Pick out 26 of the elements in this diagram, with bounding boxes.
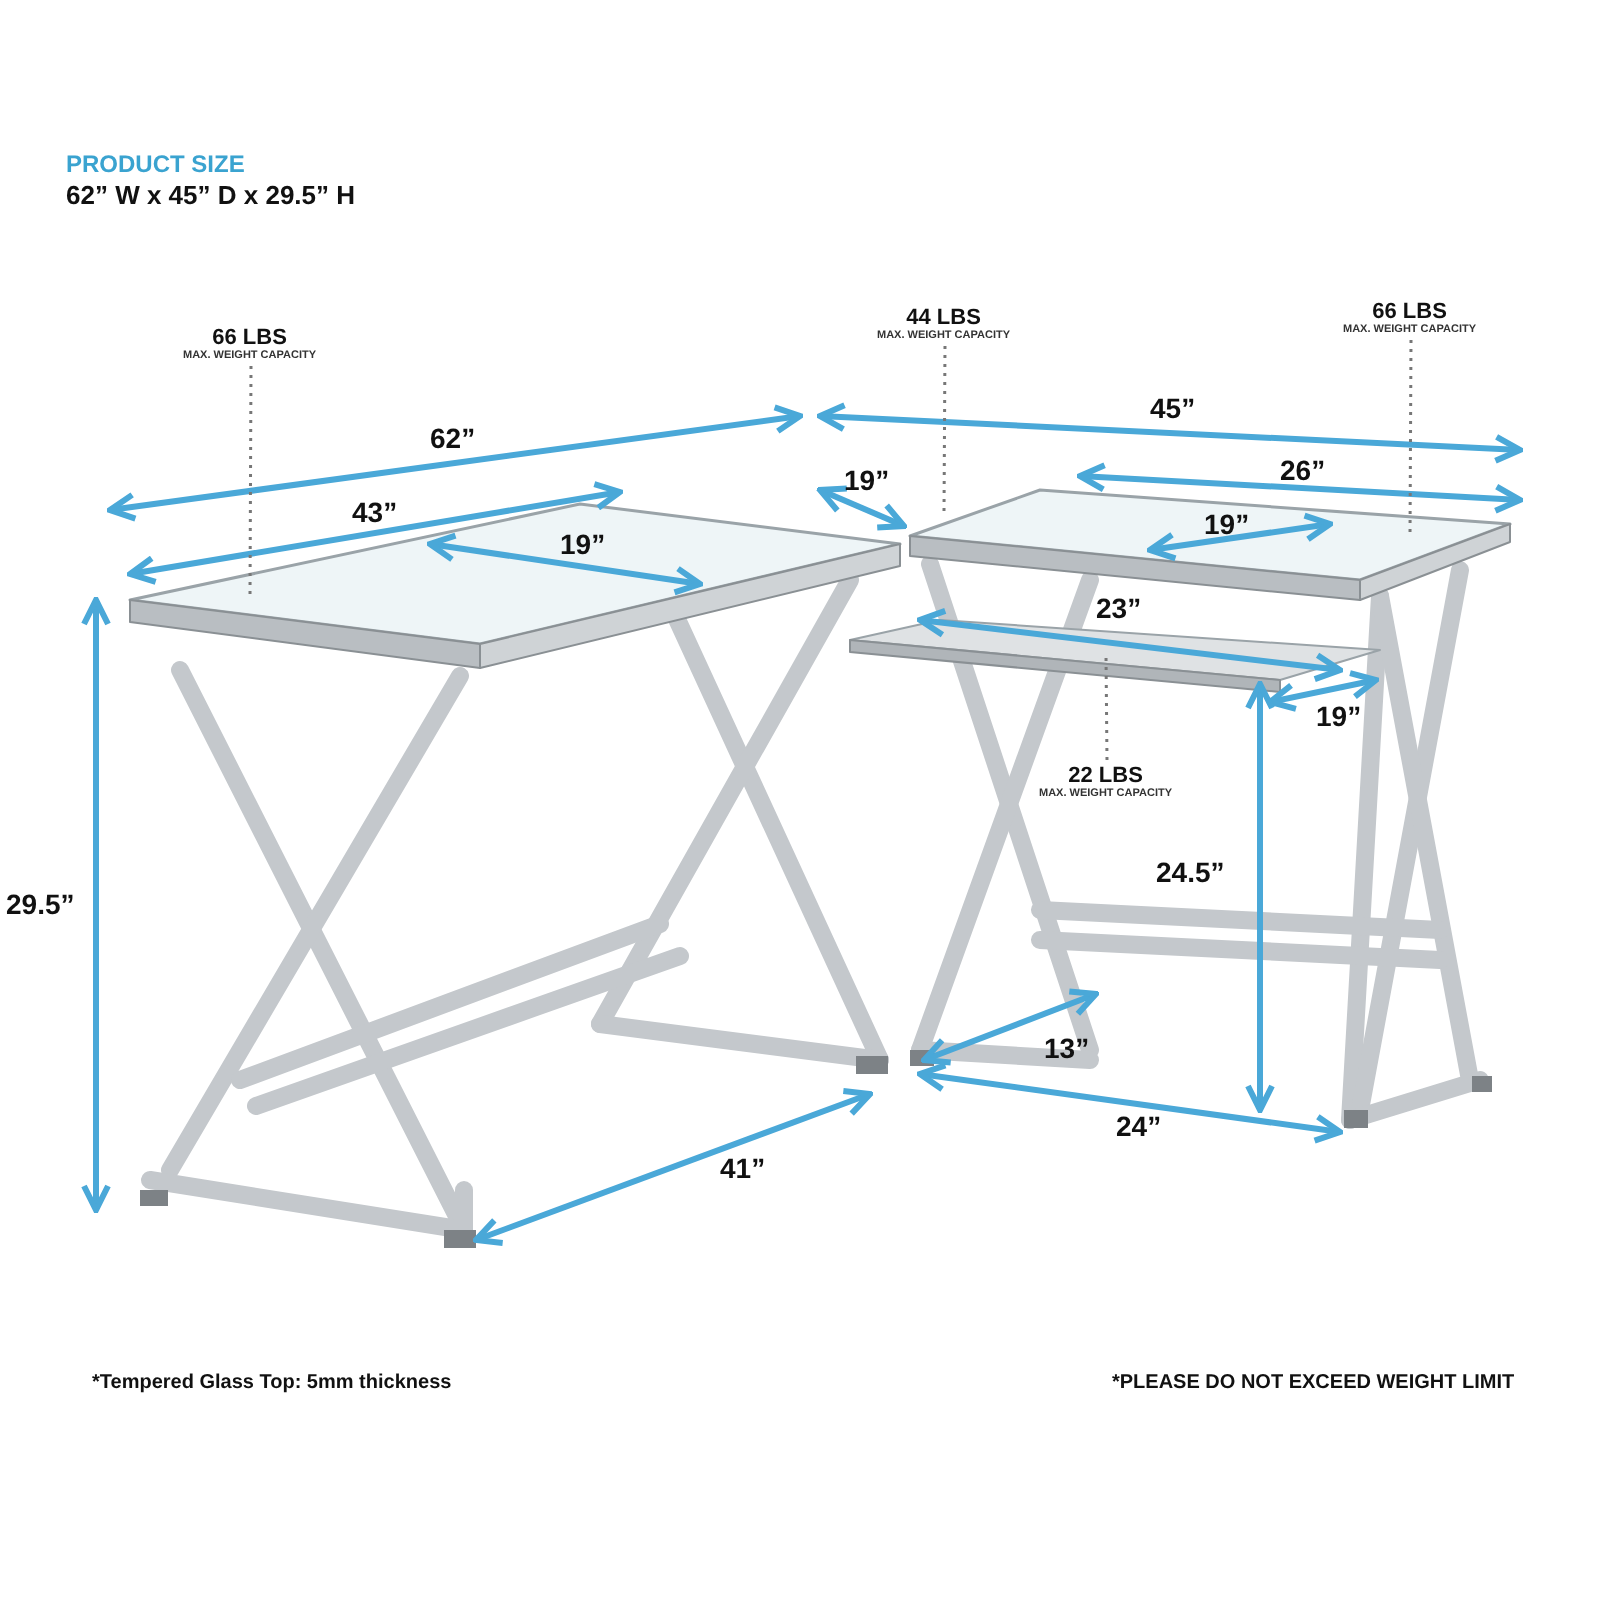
- dimension-label: 23”: [1096, 592, 1142, 624]
- dimension-label: 24.5”: [1156, 856, 1225, 888]
- dimension-label: 43”: [352, 496, 398, 528]
- weight-value: 22 LBS: [1066, 764, 1145, 788]
- leader-line: [248, 366, 253, 596]
- dimension-label: 19”: [844, 464, 890, 496]
- dimension-label: 41”: [720, 1152, 766, 1184]
- dimension-label: 19”: [1204, 508, 1250, 540]
- dimension-label: 19”: [1316, 700, 1362, 732]
- dimension-label: 13”: [1044, 1032, 1090, 1064]
- size-summary: 62” W x 45” D x 29.5” H: [66, 180, 356, 210]
- leader-line: [1408, 340, 1413, 536]
- weight-value: 66 LBS: [1370, 300, 1449, 324]
- dimension-label: 62”: [430, 422, 476, 454]
- section-title: PRODUCT SIZE: [66, 150, 245, 178]
- leader-line: [1104, 656, 1109, 760]
- weight-value: 44 LBS: [904, 306, 983, 330]
- footnote: *PLEASE DO NOT EXCEED WEIGHT LIMIT: [1112, 1372, 1515, 1394]
- leader-line: [942, 346, 947, 512]
- dimension-label: 24”: [1116, 1110, 1162, 1142]
- dimension-label: 45”: [1150, 392, 1196, 424]
- footnote: *Tempered Glass Top: 5mm thickness: [92, 1372, 452, 1394]
- dimension-label: 29.5”: [6, 888, 75, 920]
- weight-value: 66 LBS: [210, 326, 289, 350]
- dimension-label: 19”: [560, 528, 606, 560]
- dimension-label: 26”: [1280, 454, 1326, 486]
